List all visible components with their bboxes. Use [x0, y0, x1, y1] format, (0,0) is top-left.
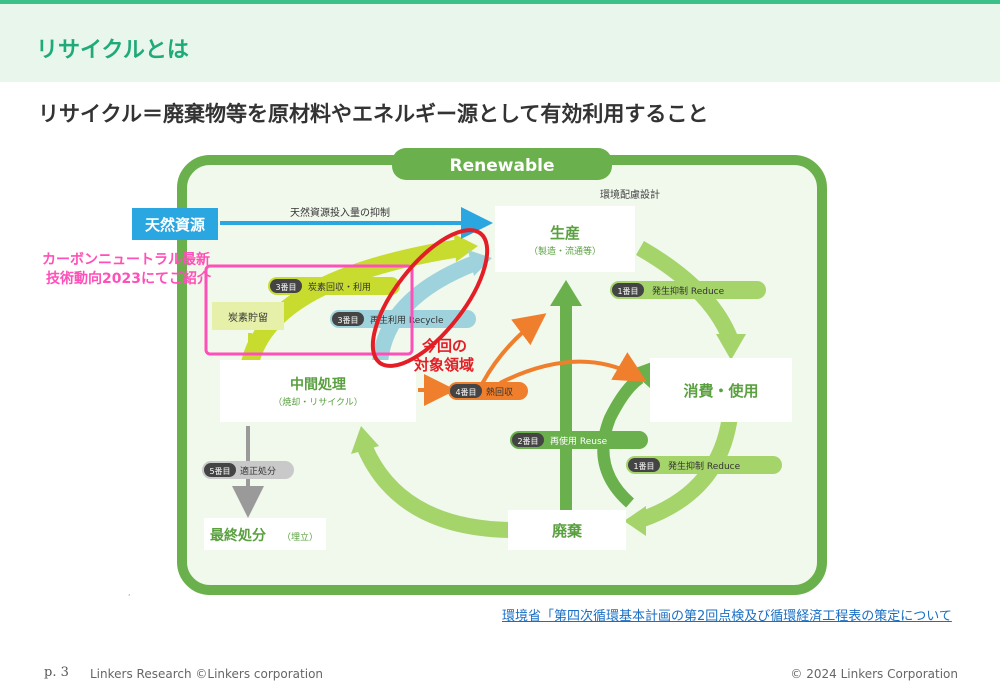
- svg-text:再生利用 Recycle: 再生利用 Recycle: [370, 314, 444, 326]
- consumption-box: [650, 358, 792, 422]
- step-reduce-lower: 1番目 発生抑制 Reduce: [626, 456, 782, 474]
- eco-design-note: 環境配慮設計: [600, 188, 660, 201]
- svg-text:発生抑制 Reduce: 発生抑制 Reduce: [652, 285, 725, 297]
- cycle-arrow-consumption-to-waste: [637, 414, 738, 528]
- natural-resources-label: 天然資源: [145, 216, 205, 234]
- final-disposal-box: [204, 518, 326, 550]
- step-heat-recovery: 4番目 熱回収: [448, 382, 528, 400]
- carbon-highlight-box: [204, 264, 414, 356]
- step-carbon-recovery: 3番目 炭素回収・利用: [268, 277, 400, 295]
- small-mark: ,: [128, 588, 131, 597]
- waste-box: [508, 510, 626, 550]
- step-proper-disposal: 5番目 適正処分: [202, 461, 294, 479]
- heat-recovery-arrow-right: [499, 352, 647, 385]
- renewable-tab: [392, 148, 612, 180]
- renewable-label: Renewable: [450, 156, 555, 176]
- target-area-ellipse: [370, 228, 490, 368]
- carbon-storage-label: 炭素貯留: [228, 311, 268, 324]
- final-disposal-title: 最終処分: [210, 527, 266, 544]
- svg-text:炭素回収・利用: 炭素回収・利用: [308, 281, 371, 293]
- consumption-title: 消費・使用: [683, 382, 758, 400]
- final-disposal-sub: （埋立）: [282, 531, 318, 543]
- heat-recovery-arrow-up: [478, 313, 547, 389]
- slide-title: リサイクルとは: [36, 38, 189, 63]
- step-reduce-upper: 1番目 発生抑制 Reduce: [610, 281, 766, 299]
- svg-text:再使用 Reuse: 再使用 Reuse: [550, 435, 608, 447]
- page-number: p. 3: [44, 665, 69, 680]
- step-recycle: 3番目 再生利用 Recycle: [330, 310, 476, 328]
- production-title: 生産: [550, 224, 580, 242]
- target-area-line2: 対象領域: [413, 356, 474, 374]
- intermediate-box: [220, 360, 416, 422]
- svg-text:発生抑制 Reduce: 発生抑制 Reduce: [668, 460, 741, 472]
- production-sub: （製造・流通等）: [529, 245, 601, 257]
- natural-resources-box: [132, 208, 218, 240]
- svg-text:4番目: 4番目: [455, 387, 476, 397]
- intermediate-title: 中間処理: [290, 376, 346, 393]
- step-reuse: 2番目 再使用 Reuse: [510, 431, 648, 449]
- svg-text:1番目: 1番目: [617, 286, 638, 296]
- slide-subtitle: リサイクル＝廃棄物等を原材料やエネルギー源として有効利用すること: [38, 102, 709, 126]
- input-arrow-label: 天然資源投入量の抑制: [290, 206, 390, 219]
- cycle-arrow-waste-to-intermediate: [357, 444, 511, 538]
- recycle-arrow: [372, 255, 478, 364]
- footer-brand: Linkers Research ©Linkers corporation: [90, 667, 324, 681]
- slide-header: リサイクルとは: [0, 4, 1000, 82]
- svg-text:2番目: 2番目: [517, 436, 538, 446]
- reference-link[interactable]: 環境省「第四次循環基本計画の第2回点検及び循環経済工程表の策定について: [502, 609, 952, 624]
- svg-text:3番目: 3番目: [337, 315, 358, 325]
- top-accent-line: [0, 0, 1000, 4]
- production-box: [495, 206, 635, 272]
- overlay-line2: 技術動向2023にてご紹介: [46, 270, 212, 287]
- carbon-storage-box: [212, 302, 284, 330]
- svg-text:5番目: 5番目: [209, 466, 230, 476]
- reuse-curve-arrow: [597, 373, 644, 508]
- footer-copyright: © 2024 Linkers Corporation: [790, 667, 958, 681]
- svg-text:3番目: 3番目: [275, 282, 296, 292]
- overlay-line1: カーボンニュートラル最新: [42, 251, 210, 268]
- target-area-line1: 今回の: [421, 337, 467, 355]
- svg-text:適正処分: 適正処分: [240, 465, 276, 477]
- svg-text:熱回収: 熱回収: [486, 386, 513, 398]
- svg-text:1番目: 1番目: [633, 461, 654, 471]
- reuse-vertical-arrow: [560, 303, 572, 513]
- recycling-cycle-diagram: Renewable 環境配慮設計 天然資源 天然資源投入量の抑制 生産 （製造・…: [42, 148, 827, 595]
- intermediate-sub: （焼却・リサイクル）: [273, 397, 363, 408]
- waste-title: 廃棄: [552, 522, 583, 540]
